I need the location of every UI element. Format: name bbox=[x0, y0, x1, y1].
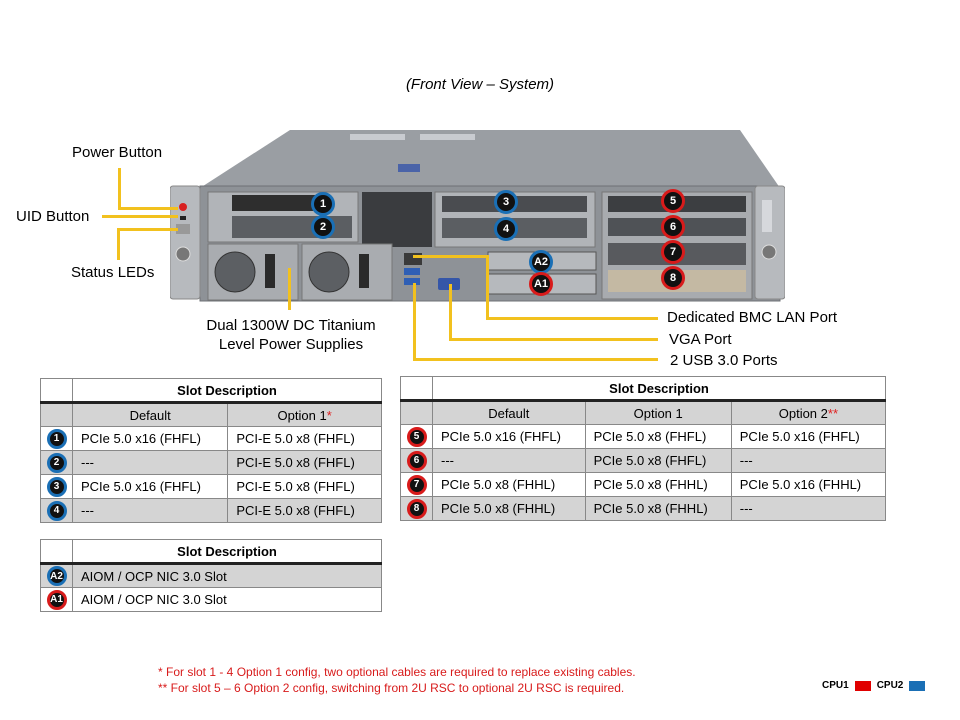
callout-line-bmc-h2 bbox=[486, 317, 658, 320]
label-psu-line1: Dual 1300W DC Titanium bbox=[206, 317, 376, 334]
slot-badge-a2: A2 bbox=[529, 250, 553, 274]
slot-badge-7: 7 bbox=[661, 240, 685, 264]
callout-line-bmc-v bbox=[486, 255, 489, 319]
callout-line-psu bbox=[288, 268, 291, 310]
legend-swatch-cpu2 bbox=[909, 680, 926, 691]
slot-badge: 5 bbox=[406, 426, 427, 447]
slot-badge: 8 bbox=[406, 498, 427, 519]
slot-badge-2: 2 bbox=[311, 215, 335, 239]
label-psu-line2: Level Power Supplies bbox=[218, 336, 364, 353]
table-row: 4---PCI-E 5.0 x8 (FHFL) bbox=[40, 498, 382, 523]
corner-cell bbox=[400, 376, 433, 402]
slot-badge-6: 6 bbox=[661, 215, 685, 239]
figure-title: (Front View – System) bbox=[405, 76, 555, 93]
slot-badge-3: 3 bbox=[494, 190, 518, 214]
slot-badge-4: 4 bbox=[494, 217, 518, 241]
callout-line-leds bbox=[117, 228, 120, 260]
corner-cell bbox=[40, 378, 73, 404]
callout-line-power bbox=[118, 168, 121, 210]
table-row: 6---PCIe 5.0 x8 (FHFL)--- bbox=[400, 448, 887, 473]
callout-line-leds-h bbox=[117, 228, 178, 231]
callout-line-vga-h bbox=[449, 338, 658, 341]
col-option1: Option 1 bbox=[584, 400, 732, 425]
col-default: Default bbox=[71, 402, 229, 427]
legend-label-cpu2: CPU2 bbox=[876, 680, 904, 691]
table-header: Slot Description bbox=[72, 378, 382, 404]
footnote-2: ** For slot 5 – 6 Option 2 config, switc… bbox=[158, 681, 625, 695]
legend-swatch-cpu1 bbox=[854, 680, 871, 691]
asterisk-mark: ** bbox=[827, 405, 839, 421]
col-option1: Option 1* bbox=[227, 402, 382, 427]
callout-line-bmc-h1 bbox=[413, 255, 488, 258]
label-vga: VGA Port bbox=[669, 331, 732, 348]
col-default: Default bbox=[432, 400, 586, 425]
label-usb: 2 USB 3.0 Ports bbox=[670, 352, 778, 369]
footnote-1: * For slot 1 - 4 Option 1 config, two op… bbox=[158, 665, 636, 679]
slot-badge: 6 bbox=[406, 450, 427, 471]
table-header: Slot Description bbox=[72, 539, 382, 565]
slot-badge: 1 bbox=[46, 428, 67, 449]
callout-line-uid bbox=[102, 215, 178, 218]
slot-table-5-8: Slot Description Default Option 1 Option… bbox=[400, 376, 887, 521]
callout-line-usb-h bbox=[413, 358, 658, 361]
slot-badge: A2 bbox=[46, 566, 67, 586]
cpu-legend: CPU1 CPU2 bbox=[822, 680, 926, 691]
slot-badge-8: 8 bbox=[661, 266, 685, 290]
slot-badge-5: 5 bbox=[661, 189, 685, 213]
slot-badge: A1 bbox=[46, 589, 67, 610]
slot-badge: 4 bbox=[46, 500, 67, 521]
asterisk-mark: * bbox=[326, 407, 332, 423]
table-row: 2---PCI-E 5.0 x8 (FHFL) bbox=[40, 450, 382, 475]
slot-badge-1: 1 bbox=[311, 192, 335, 216]
label-status-leds: Status LEDs bbox=[71, 264, 155, 281]
callout-line-vga-v bbox=[449, 284, 452, 340]
slot-badge-a1: A1 bbox=[529, 272, 553, 296]
callout-line-power-h bbox=[118, 207, 178, 210]
table-header: Slot Description bbox=[432, 376, 886, 402]
callout-line-usb-v bbox=[413, 283, 416, 361]
footnotes: * For slot 1 - 4 Option 1 config, two op… bbox=[158, 664, 636, 696]
legend-label-cpu1: CPU1 bbox=[822, 680, 849, 691]
label-uid-button: UID Button bbox=[16, 208, 90, 225]
slot-badge: 7 bbox=[406, 474, 427, 495]
server-chassis-front-view bbox=[170, 130, 785, 302]
slot-badge: 2 bbox=[46, 452, 67, 473]
col-option2: Option 2** bbox=[730, 400, 887, 425]
label-power-button: Power Button bbox=[72, 144, 163, 161]
corner-cell bbox=[40, 539, 73, 565]
slot-badge: 3 bbox=[46, 476, 67, 497]
label-bmc-lan: Dedicated BMC LAN Port bbox=[667, 309, 838, 326]
